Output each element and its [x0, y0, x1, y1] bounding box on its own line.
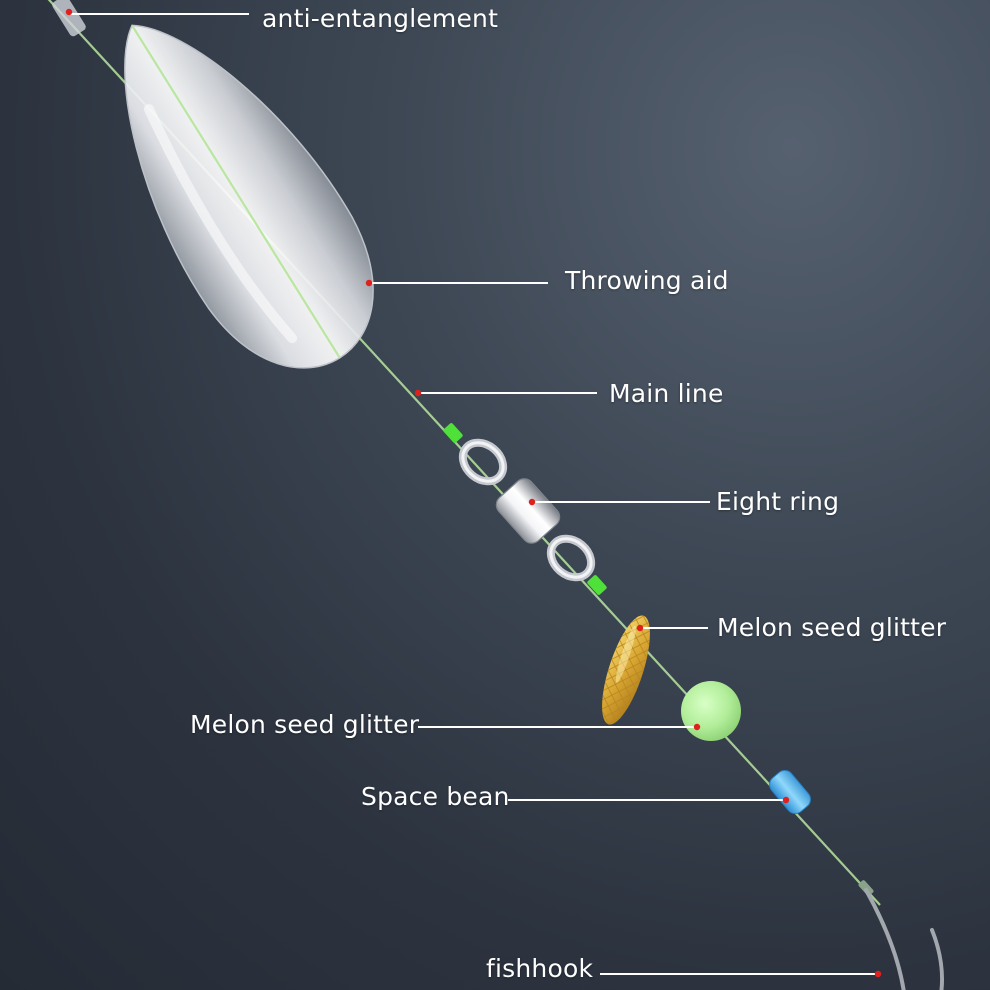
luminous-bead	[681, 681, 741, 741]
callout-dot-fishhook	[874, 970, 882, 978]
callout-lines	[69, 13, 878, 975]
callout-dots	[65, 8, 882, 978]
label-main-line: Main line	[609, 379, 724, 408]
connector-sleeve-top	[443, 423, 463, 443]
label-fishhook: fishhook	[486, 954, 594, 983]
callout-dot-eight-ring	[528, 498, 536, 506]
callout-dot-throwing-aid	[365, 279, 373, 287]
callout-dot-space-bean	[782, 796, 790, 804]
throwing-aid-float	[124, 24, 374, 369]
callout-dot-glitter-bead	[693, 723, 701, 731]
fishhook	[864, 888, 906, 990]
label-throwing-aid: Throwing aid	[565, 266, 729, 295]
eight-ring-swivel	[458, 438, 596, 582]
label-glitter-bead: Melon seed glitter	[190, 710, 420, 739]
label-eight-ring: Eight ring	[716, 487, 840, 516]
glitter-blade	[602, 615, 650, 725]
callout-dot-anti-entanglement	[65, 8, 73, 16]
connector-sleeve-bottom	[587, 575, 607, 595]
label-anti-entanglement: anti-entanglement	[262, 4, 499, 33]
anti-entanglement-stopper	[52, 0, 86, 37]
callout-dot-glitter-blade	[636, 624, 644, 632]
label-glitter-blade: Melon seed glitter	[717, 613, 947, 642]
label-space-bean: Space bean	[361, 782, 510, 811]
callout-dot-main-line	[414, 389, 422, 397]
space-bean	[769, 769, 811, 815]
